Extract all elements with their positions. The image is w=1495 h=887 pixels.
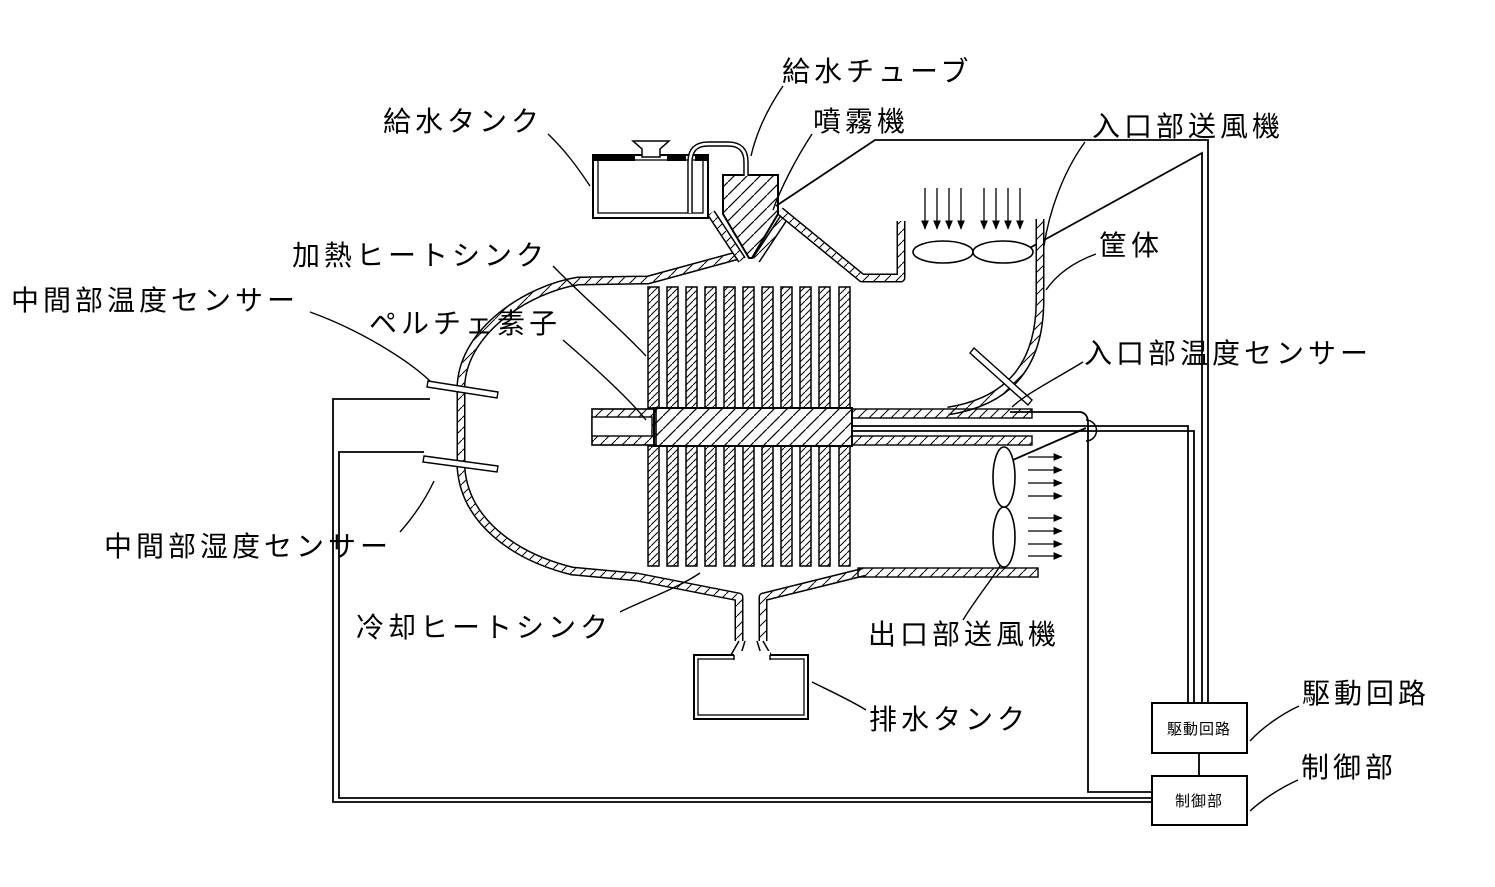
drain-spout-flares	[730, 640, 772, 656]
cooling-heatsink-fins	[647, 445, 851, 567]
label-drain-tank: 排水タンク	[869, 704, 1029, 735]
label-control-unit: 制御部	[1301, 752, 1397, 783]
label-middle-humidity-sensor: 中間部湿度センサー	[104, 531, 392, 562]
label-water-supply-tank: 給水タンク	[383, 106, 543, 137]
leader-drain-tank	[811, 681, 867, 711]
leader-outlet-fan	[962, 565, 1001, 621]
housing-wall-bottom-right	[763, 572, 864, 641]
sensor-wire-middle-temperature	[332, 398, 1151, 803]
tank-fill-cap	[631, 140, 671, 158]
leader-sprayer	[772, 133, 813, 211]
middle-temperature-sensor-probe	[426, 380, 499, 399]
leader-middle-temperature-sensor	[309, 311, 431, 382]
label-sprayer: 噴霧機	[813, 106, 909, 137]
label-peltier-element: ペルチェ素子	[369, 308, 561, 339]
leader-heating-heatsink	[552, 265, 647, 357]
label-outlet-fan: 出口部送風機	[868, 619, 1060, 650]
control-unit-box-label: 制御部	[1175, 793, 1223, 810]
peltier-connector-slot	[591, 416, 653, 437]
label-inlet-fan: 入口部送風機	[1092, 111, 1284, 142]
drive-circuit-box-label: 駆動回路	[1167, 721, 1231, 738]
outlet-duct-bottom-strip	[857, 567, 1039, 578]
leader-housing	[1045, 253, 1097, 291]
leader-cooling-heatsink	[619, 572, 701, 613]
inlet-fan-blades	[912, 240, 1034, 264]
label-middle-temperature-sensor: 中間部温度センサー	[11, 285, 299, 316]
label-housing: 筐体	[1099, 230, 1163, 261]
peltier-wire-conduit-strips	[851, 408, 1033, 446]
leader-water-supply-tube	[750, 85, 784, 157]
leader-peltier-element	[562, 339, 647, 421]
label-inlet-temperature-sensor: 入口部温度センサー	[1084, 338, 1372, 369]
peltier-element-bar	[591, 407, 853, 447]
leader-inlet-fan	[1043, 141, 1086, 247]
inlet-airflow-arrows	[921, 188, 1024, 230]
inlet-temperature-sensor-probe	[969, 346, 1033, 407]
label-water-supply-tube: 給水チューブ	[782, 56, 972, 87]
control-unit-box: 制御部	[1151, 775, 1248, 826]
leader-inlet-temperature-sensor	[1011, 361, 1084, 408]
drive-wire-outlet-fan	[1005, 427, 1087, 464]
water-supply-tube-shape	[687, 141, 749, 213]
outlet-airflow-arrows	[1028, 453, 1063, 560]
leader-drive-circuit	[1249, 705, 1300, 742]
drive-wire-sprayer	[775, 139, 1209, 703]
drive-circuit-box: 駆動回路	[1151, 702, 1248, 754]
heating-heatsink-fins	[647, 286, 851, 409]
sensor-wire-inlet-temperature	[1010, 411, 1151, 793]
text-labels: 給水チューブ 噴霧機 入口部送風機 給水タンク 加熱ヒートシンク 中間部温度セン…	[11, 56, 1430, 783]
middle-humidity-sensor-probe	[422, 455, 499, 473]
housing-wall-top-right-inlet	[780, 211, 901, 278]
drive-wire-inlet-fan	[1025, 151, 1203, 703]
label-cooling-heatsink: 冷却ヒートシンク	[356, 612, 612, 643]
sensor-wire-middle-humidity	[338, 451, 1151, 799]
label-heating-heatsink: 加熱ヒートシンク	[292, 240, 548, 271]
leader-lines	[309, 85, 1300, 812]
label-drive-circuit: 駆動回路	[1302, 678, 1430, 709]
drive-wire-peltier-pair	[852, 419, 1195, 703]
outlet-fan-blades	[992, 446, 1016, 568]
leader-water-supply-tank	[547, 133, 591, 187]
sprayer-shape	[722, 174, 779, 259]
drain-tank-shape	[693, 651, 809, 720]
leader-control-unit	[1249, 779, 1299, 812]
leader-middle-humidity-sensor	[399, 480, 435, 533]
